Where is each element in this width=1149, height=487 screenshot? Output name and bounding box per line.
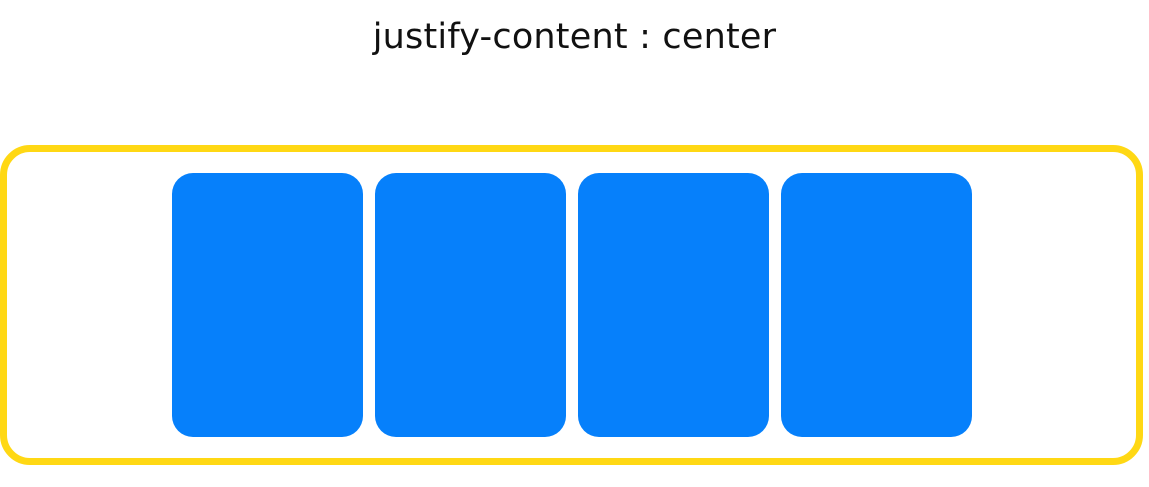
flex-item-2 bbox=[374, 173, 566, 437]
flex-item-3 bbox=[577, 173, 769, 437]
page-title: justify-content : center bbox=[372, 17, 777, 57]
flex-item-1 bbox=[171, 173, 363, 437]
flex-item-4 bbox=[780, 173, 972, 437]
flex-container bbox=[0, 145, 1143, 465]
